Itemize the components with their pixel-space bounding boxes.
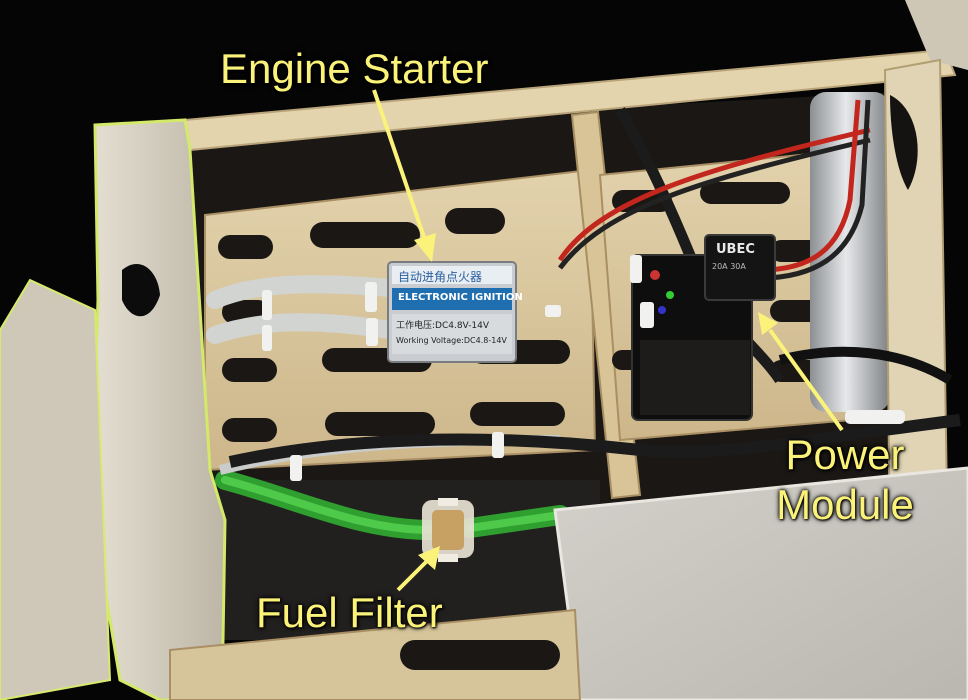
spiral-wrap-lower (206, 313, 399, 344)
top-right-foam (905, 0, 968, 70)
fuel-filter-label: Fuel Filter (256, 589, 443, 636)
ignition-module (387, 261, 517, 363)
ubec-label: UBEC (716, 242, 755, 257)
left-foam-outer (0, 278, 112, 700)
fuel-filter-arrow (396, 558, 430, 592)
red-power-lead (557, 127, 871, 262)
ubec-rating-label: 20A 30A (712, 262, 746, 271)
power-module-arrowhead (758, 312, 778, 335)
engine-starter-arrowhead (414, 233, 436, 262)
aluminum-tube (810, 92, 890, 412)
ignition-title-label: ELECTRONIC IGNITION (398, 292, 523, 303)
ignition-chinese-label: 自动进角点火器 (398, 270, 483, 284)
engine-starter-arrow (372, 89, 427, 241)
power-module-body (631, 234, 776, 421)
power-module-label-line1: Power (785, 431, 905, 478)
power-module-arrow (768, 328, 844, 432)
callout-arrows (372, 89, 844, 592)
bottom-plywood (169, 608, 582, 700)
spiral-wrap-upper (206, 275, 399, 309)
power-module-label-line2: Module (776, 481, 914, 528)
fuel-filter-body (422, 498, 474, 562)
braided-cable-lower (228, 414, 961, 468)
ignition-voltage-en-label: Working Voltage:DC4.8-14V (396, 336, 507, 345)
engine-starter-label: Engine Starter (220, 45, 489, 92)
foam-hole (122, 264, 160, 317)
ignition-voltage-cn-label: 工作电压:DC4.8V-14V (396, 321, 490, 331)
fuel-filter-arrowhead (418, 546, 440, 570)
dark-fin (890, 95, 918, 190)
zip-ties (262, 255, 905, 481)
power-module-label: Power Module (770, 430, 920, 530)
